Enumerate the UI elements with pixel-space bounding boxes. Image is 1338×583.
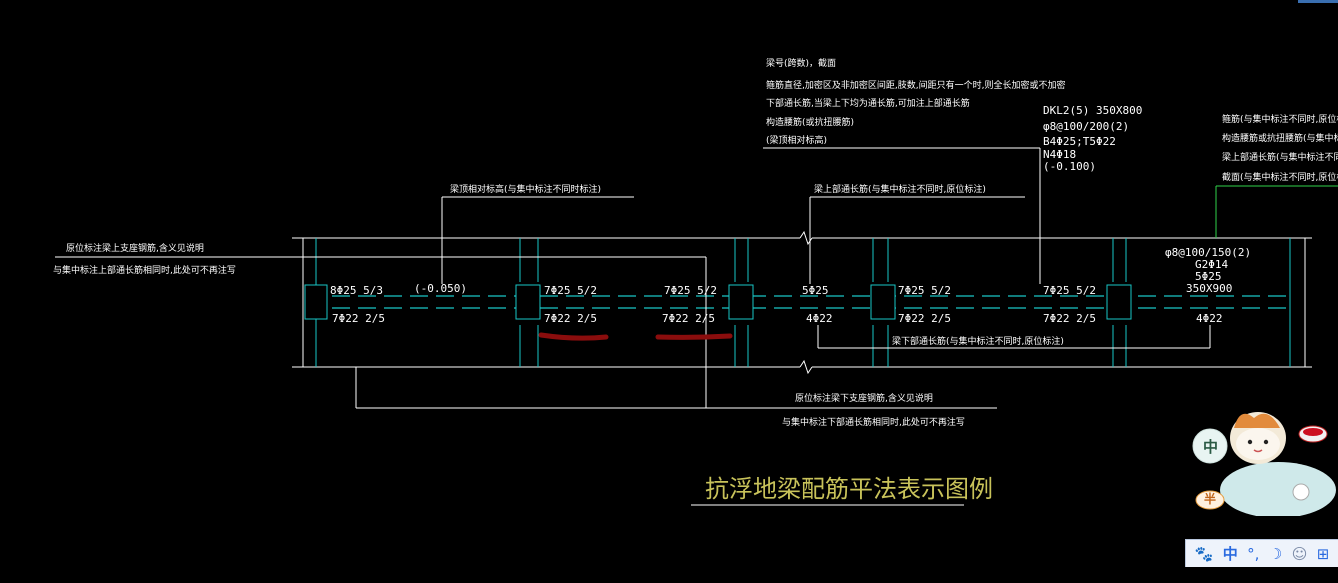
span-label: 7Φ22 2/5 [1043,312,1096,325]
ime-toolbar[interactable]: 🐾 中 °, ☽ ☺ ⊞ [1185,539,1338,567]
ime-language-toggle[interactable]: 中 [1222,544,1238,563]
left-note-1: 原位标注梁上支座钢筋,含义见说明 [66,242,204,254]
span-label: 4Φ22 [1196,312,1223,325]
svg-text:箍筋(与集中标注不同时,原位标注): 箍筋(与集中标注不同时,原位标注) [1222,113,1338,125]
span-label: 7Φ25 5/2 [664,284,717,297]
columns [304,284,1132,320]
span-label: 7Φ25 5/2 [544,284,597,297]
beam-outline [292,230,1312,375]
left-note-2: 与集中标注上部通长筋相同时,此处可不再注写 [53,264,236,276]
span-labels: 8Φ25 5/3 7Φ22 2/5 (-0.050) 7Φ25 5/2 7Φ22… [330,282,1223,325]
bottom-note-2: 与集中标注下部通长筋相同时,此处可不再注写 [782,416,965,428]
annotation-line: 梁号(跨数)，截面 [766,57,836,69]
svg-text:φ8@100/200(2): φ8@100/200(2) [1043,120,1129,133]
right-notes: 箍筋(与集中标注不同时,原位标注) 构造腰筋或抗扭腰筋(与集中标注不同时 梁上部… [1222,113,1338,183]
collective-label: DKL2(5) 350X800 φ8@100/200(2) B4Φ25;T5Φ2… [1043,104,1142,173]
svg-text:N4Φ18: N4Φ18 [1043,148,1076,161]
drawing-title: 抗浮地梁配筋平法表示图例 [705,475,993,503]
column-1 [304,284,328,320]
annotation-line: 下部通长筋,当梁上下均为通长筋,可加注上部通长筋 [766,97,970,109]
svg-text:梁上部通长筋(与集中标注不同时,原位: 梁上部通长筋(与集中标注不同时,原位 [1222,151,1338,163]
top-annotation-block: 梁号(跨数)，截面 箍筋直径,加密区及非加密区间距,肢数,间距只有一个时,则全长… [766,57,1065,146]
mascot-widget[interactable]: 中 半 [1188,398,1338,518]
svg-text:φ8@100/150(2): φ8@100/150(2) [1165,246,1251,259]
column-5 [1106,284,1132,320]
span-label: 8Φ25 5/3 [330,284,383,297]
bottom-mid-note: 梁下部通长筋(与集中标注不同时,原位标注) [892,335,1064,347]
span-label: 4Φ22 [806,312,833,325]
top-mid-note: 梁上部通长筋(与集中标注不同时,原位标注) [814,183,986,195]
svg-text:5Φ25: 5Φ25 [1195,270,1222,283]
right-block-label: φ8@100/150(2) G2Φ14 5Φ25 350X900 [1165,246,1251,295]
leader-lines [55,147,1338,506]
span-label: 7Φ25 5/2 [898,284,951,297]
paw-icon[interactable]: 🐾 [1194,544,1214,563]
span-label: 7Φ22 2/5 [662,312,715,325]
svg-text:350X900: 350X900 [1186,282,1232,295]
top-left-note: 梁顶相对标高(与集中标注不同时标注) [450,183,601,195]
span-label: 7Φ25 5/2 [1043,284,1096,297]
span-label: 7Φ22 2/5 [898,312,951,325]
svg-text:DKL2(5) 350X800: DKL2(5) 350X800 [1043,104,1142,117]
span-label: (-0.050) [414,282,467,295]
window-edge [1298,0,1338,3]
svg-text:构造腰筋或抗扭腰筋(与集中标注不同时: 构造腰筋或抗扭腰筋(与集中标注不同时 [1222,132,1338,144]
annotation-line: 箍筋直径,加密区及非加密区间距,肢数,间距只有一个时,则全长加密或不加密 [766,79,1065,91]
mascot-cat-icon [1192,412,1336,518]
svg-text:G2Φ14: G2Φ14 [1195,258,1228,271]
mascot-bubble-2: 半 [1204,492,1217,506]
column-4 [870,284,896,320]
svg-text:B4Φ25;T5Φ22: B4Φ25;T5Φ22 [1043,135,1116,148]
svg-text:(-0.100): (-0.100) [1043,160,1096,173]
span-label: 7Φ22 2/5 [332,312,385,325]
user-icon[interactable]: ☺ [1291,544,1308,563]
annotation-line: 构造腰筋(或抗扭腰筋) [766,116,854,128]
column-3 [728,284,754,320]
annotation-line: (梁顶相对标高) [766,134,827,146]
bottom-note-1: 原位标注梁下支座钢筋,含义见说明 [795,392,933,404]
highlight-marks [538,332,733,341]
punctuation-toggle[interactable]: °, [1247,544,1260,563]
grid-icon[interactable]: ⊞ [1316,544,1330,563]
span-label: 7Φ22 2/5 [544,312,597,325]
mascot-bubble-1: 中 [1203,438,1219,456]
svg-text:截面(与集中标注不同时,原位标注): 截面(与集中标注不同时,原位标注) [1222,171,1338,183]
column-2 [515,284,541,320]
moon-icon[interactable]: ☽ [1268,544,1283,563]
span-label: 5Φ25 [802,284,829,297]
